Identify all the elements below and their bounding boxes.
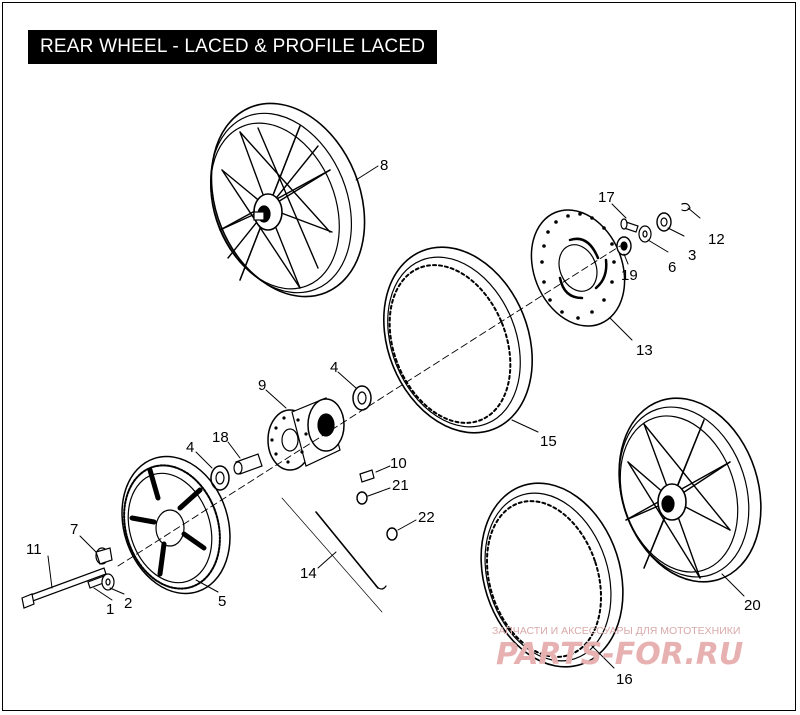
laced-wheel-8	[209, 102, 366, 298]
valve-stem-10	[359, 469, 375, 483]
axle-11	[21, 567, 107, 609]
cap-22	[386, 527, 398, 541]
assembly-axis-line	[117, 245, 621, 567]
callout-13: 13	[636, 342, 653, 359]
leader-lines	[47, 165, 745, 669]
callout-18: 18	[212, 429, 229, 446]
callout-20: 20	[744, 597, 761, 614]
profile-rim-16	[480, 482, 624, 668]
profile-laced-wheel-20	[618, 397, 762, 583]
callout-5: 5	[218, 593, 226, 610]
spacer-18	[233, 453, 263, 475]
callout-15: 15	[540, 433, 557, 450]
callout-4-right: 4	[330, 359, 338, 376]
callout-2: 2	[124, 595, 132, 612]
callout-10: 10	[390, 455, 407, 472]
spacer-19	[616, 236, 632, 256]
watermark-logo: PARTS-FOR.RU	[496, 637, 743, 672]
callout-11: 11	[26, 541, 42, 558]
washer-2	[101, 573, 115, 591]
cotter-pin-12	[681, 202, 691, 212]
callout-22: 22	[418, 509, 435, 526]
callout-9: 9	[258, 377, 266, 394]
callout-19: 19	[621, 267, 638, 284]
callout-numbers: 8 17 12 3 6 19 13 15 9 4 4 18 10 21 22 1…	[26, 157, 761, 688]
nut-21	[356, 491, 368, 505]
diagram-title: REAR WHEEL - LACED & PROFILE LACED	[28, 30, 438, 64]
rim-15	[382, 246, 534, 434]
spoke-14	[281, 497, 387, 613]
callout-21: 21	[392, 477, 409, 494]
callout-17: 17	[598, 189, 615, 206]
nut-3	[656, 212, 672, 232]
pulley-5	[121, 455, 231, 595]
callout-14: 14	[300, 565, 317, 582]
callout-8: 8	[380, 157, 388, 174]
collar-7	[95, 547, 113, 565]
callout-1: 1	[106, 601, 114, 618]
rotor-screw-17	[620, 218, 639, 233]
callout-12: 12	[708, 231, 725, 248]
washer-6	[638, 225, 652, 243]
bearing-4-left	[210, 465, 230, 491]
hub-9	[267, 397, 345, 471]
watermark-tagline: ЗАПЧАСТИ И АКСЕССУАРЫ ДЛЯ МОТОТЕХНИКИ	[492, 625, 740, 637]
watermark: ЗАПЧАСТИ И АКСЕССУАРЫ ДЛЯ МОТОТЕХНИКИ PA…	[492, 625, 743, 672]
callout-7: 7	[70, 521, 78, 538]
callout-3: 3	[688, 247, 696, 264]
callout-4-left: 4	[186, 439, 194, 456]
callout-16: 16	[616, 671, 633, 688]
callout-6: 6	[668, 259, 676, 276]
